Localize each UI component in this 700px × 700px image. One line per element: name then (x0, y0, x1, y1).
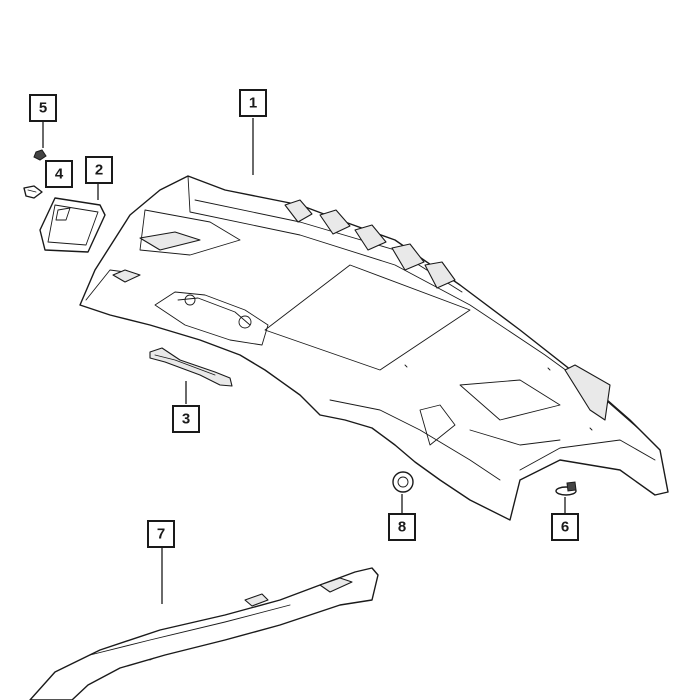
callout-3: 3 (172, 405, 200, 433)
callout-label-3: 3 (182, 411, 190, 428)
callout-1: 1 (239, 89, 267, 117)
plug-part (392, 471, 414, 493)
callout-label-6: 6 (561, 519, 569, 536)
callout-label-8: 8 (398, 519, 406, 536)
headliner-part (79, 175, 669, 521)
callout-5: 5 (29, 94, 57, 122)
sun-visor-part (39, 197, 106, 253)
callout-label-1: 1 (249, 95, 257, 112)
callout-7: 7 (147, 520, 175, 548)
callout-label-7: 7 (157, 526, 165, 543)
callout-label-4: 4 (55, 166, 64, 183)
grab-handle-part (149, 347, 233, 387)
callout-6: 6 (551, 513, 579, 541)
pillar-trim-part (29, 567, 379, 700)
callout-label-5: 5 (39, 100, 47, 117)
fastener-part (33, 149, 47, 161)
callout-8: 8 (388, 513, 416, 541)
fastener-part-6 (555, 481, 577, 496)
callout-label-2: 2 (95, 162, 103, 179)
callout-4: 4 (45, 160, 73, 188)
clip-part (23, 185, 43, 199)
leader-lines (42, 118, 566, 604)
callout-2: 2 (85, 156, 113, 184)
